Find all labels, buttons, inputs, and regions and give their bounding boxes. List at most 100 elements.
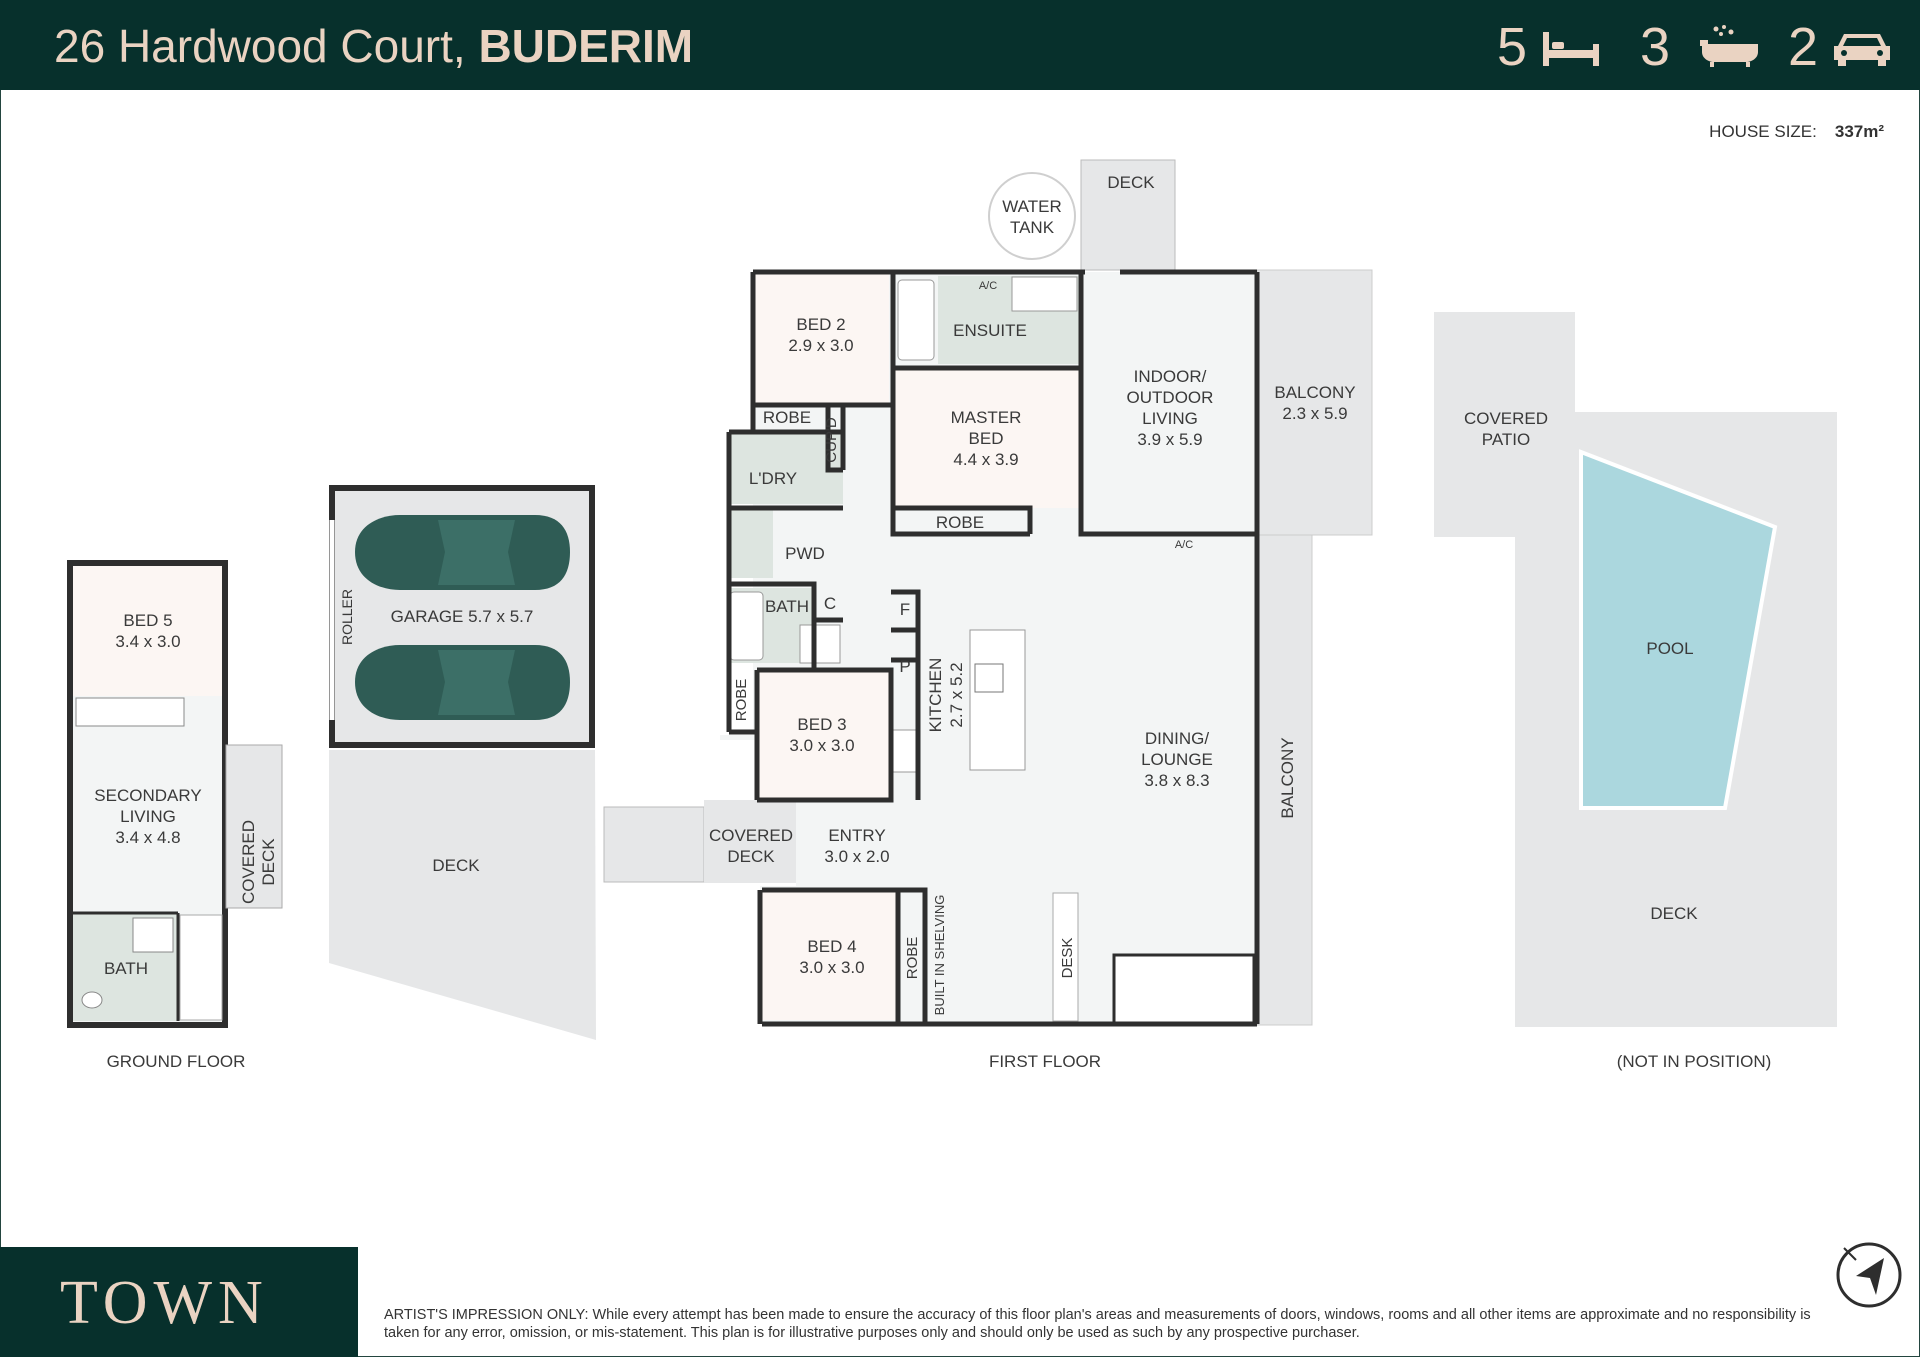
pwd-label: PWD xyxy=(785,544,825,563)
top-balcony-label: BALCONY xyxy=(1274,383,1355,402)
shower-fixture-first xyxy=(799,624,841,664)
bed2-size: 2.9 x 3.0 xyxy=(788,336,853,355)
address-street: 26 Hardwood Court, xyxy=(54,20,466,72)
shower-fixture xyxy=(132,917,174,953)
ground-covered-deck-label-1: COVERED xyxy=(239,820,258,904)
kitchen-label: KITCHEN xyxy=(926,658,945,733)
bath-label: BATH xyxy=(765,597,809,616)
master-bed-size: 4.4 x 3.9 xyxy=(953,450,1018,469)
outdoor-deck-label: DECK xyxy=(1650,904,1698,923)
car-shape-bottom xyxy=(355,645,570,720)
dining-size: 3.8 x 8.3 xyxy=(1144,771,1209,790)
first-covered-deck xyxy=(704,800,796,883)
first-covered-deck-label-1: COVERED xyxy=(709,826,793,845)
kitchen-island xyxy=(969,629,1026,771)
indoor-outdoor-label-2: OUTDOOR xyxy=(1127,388,1214,407)
bed3-size: 3.0 x 3.0 xyxy=(789,736,854,755)
covered-patio-label-2: PATIO xyxy=(1482,430,1531,449)
side-balcony xyxy=(1256,534,1313,1026)
laundry-label: L'DRY xyxy=(749,469,797,488)
ground-deck-label: DECK xyxy=(432,856,480,875)
ground-bath-label: BATH xyxy=(104,959,148,978)
bedroom-count: 5 xyxy=(1497,17,1528,77)
ensuite-shower-fixture xyxy=(1011,276,1078,312)
first-floor-plan: COVERED DECK WATER TANK DECK BALCONY 2.3… xyxy=(603,159,1373,1071)
house-size-value: 337m² xyxy=(1834,122,1884,141)
pantry-p-label: P xyxy=(899,657,910,676)
pwd-room xyxy=(729,510,773,578)
car-icon xyxy=(1834,34,1890,66)
bed5-room xyxy=(73,566,222,696)
robe-bed3-label: ROBE xyxy=(733,679,750,722)
fridge-f-label: F xyxy=(900,600,910,619)
entry-label: ENTRY xyxy=(828,826,885,845)
bed3-room xyxy=(757,670,891,800)
bed4-label: BED 4 xyxy=(807,937,856,956)
north-arrow-icon xyxy=(1836,1242,1902,1308)
bed5-label: BED 5 xyxy=(123,611,172,630)
water-tank xyxy=(988,172,1076,260)
pool-label: POOL xyxy=(1646,639,1693,658)
ground-floor-caption: GROUND FLOOR xyxy=(107,1052,246,1071)
dining-label-1: DINING/ xyxy=(1145,729,1210,748)
ground-covered-deck-label-2: DECK xyxy=(259,838,278,886)
master-bed-label-2: BED xyxy=(969,429,1004,448)
top-deck xyxy=(1080,159,1176,271)
ground-stairs xyxy=(179,914,223,1021)
bed2-label: BED 2 xyxy=(796,315,845,334)
bed4-size: 3.0 x 3.0 xyxy=(799,958,864,977)
first-floor-walls xyxy=(726,269,1260,1027)
bed4-room xyxy=(762,890,898,1020)
header-bar: 26 Hardwood Court, BUDERIM 5 3 2 xyxy=(0,0,1920,90)
roller-door-label: ROLLER xyxy=(339,589,355,645)
kitchen-sink xyxy=(974,663,1004,693)
first-floor-caption: FIRST FLOOR xyxy=(989,1052,1101,1071)
toilet-fixture xyxy=(81,991,103,1009)
bed5-size: 3.4 x 3.0 xyxy=(115,632,180,651)
robe-bed2-label: ROBE xyxy=(763,408,811,427)
property-address: 26 Hardwood Court, BUDERIM xyxy=(54,19,693,73)
kitchen-size: 2.7 x 5.2 xyxy=(947,662,966,727)
entry-size: 3.0 x 2.0 xyxy=(824,847,889,866)
secondary-living-label-2: LIVING xyxy=(120,807,176,826)
cooktop xyxy=(892,729,918,773)
cupboard-c-label: C xyxy=(824,594,836,613)
indoor-outdoor-label-1: INDOOR/ xyxy=(1134,367,1207,386)
ground-deck xyxy=(329,750,596,1040)
bed3-label: BED 3 xyxy=(797,715,846,734)
laundry-room xyxy=(729,432,843,504)
indoor-outdoor-label-3: LIVING xyxy=(1142,409,1198,428)
covered-patio-label-1: COVERED xyxy=(1464,409,1548,428)
first-covered-deck-label-2: DECK xyxy=(727,847,775,866)
brand-logo-panel xyxy=(0,1247,358,1357)
address-suburb: BUDERIM xyxy=(478,20,694,72)
outdoor-plan: COVERED PATIO POOL DECK (NOT IN POSITION… xyxy=(1434,312,1837,1071)
ensuite-label: ENSUITE xyxy=(953,321,1027,340)
indoor-outdoor-size: 3.9 x 5.9 xyxy=(1137,430,1202,449)
secondary-living-label-1: SECONDARY xyxy=(94,786,201,805)
dining-label-2: LOUNGE xyxy=(1141,750,1213,769)
top-deck-label: DECK xyxy=(1107,173,1155,192)
outdoor-caption: (NOT IN POSITION) xyxy=(1617,1052,1772,1071)
bed2-room xyxy=(753,272,889,405)
disclaimer-text: ARTIST'S IMPRESSION ONLY: While every at… xyxy=(384,1307,1811,1341)
internal-stairs xyxy=(1112,953,1256,1025)
ensuite-bath-fixture xyxy=(897,279,935,361)
ground-floor-plan: BED 5 3.4 x 3.0 SECONDARY LIVING 3.4 x 4… xyxy=(67,485,596,1071)
master-bed-label-1: MASTER xyxy=(951,408,1022,427)
top-balcony-size: 2.3 x 5.9 xyxy=(1282,404,1347,423)
side-balcony-label: BALCONY xyxy=(1278,737,1297,818)
connecting-stairs xyxy=(603,806,705,883)
top-balcony xyxy=(1256,269,1373,536)
cupd-label: CUP'D xyxy=(823,417,840,463)
car-space-count: 2 xyxy=(1788,17,1819,77)
pool xyxy=(1579,449,1778,810)
bed-icon xyxy=(1543,32,1599,66)
garage-label: GARAGE 5.7 x 5.7 xyxy=(391,607,534,626)
desk-label: DESK xyxy=(1059,938,1076,979)
desk-bench xyxy=(1052,892,1079,1022)
bath-fixture xyxy=(729,591,764,661)
bathroom-count: 3 xyxy=(1640,17,1671,77)
house-size-label: HOUSE SIZE: xyxy=(1709,122,1817,141)
